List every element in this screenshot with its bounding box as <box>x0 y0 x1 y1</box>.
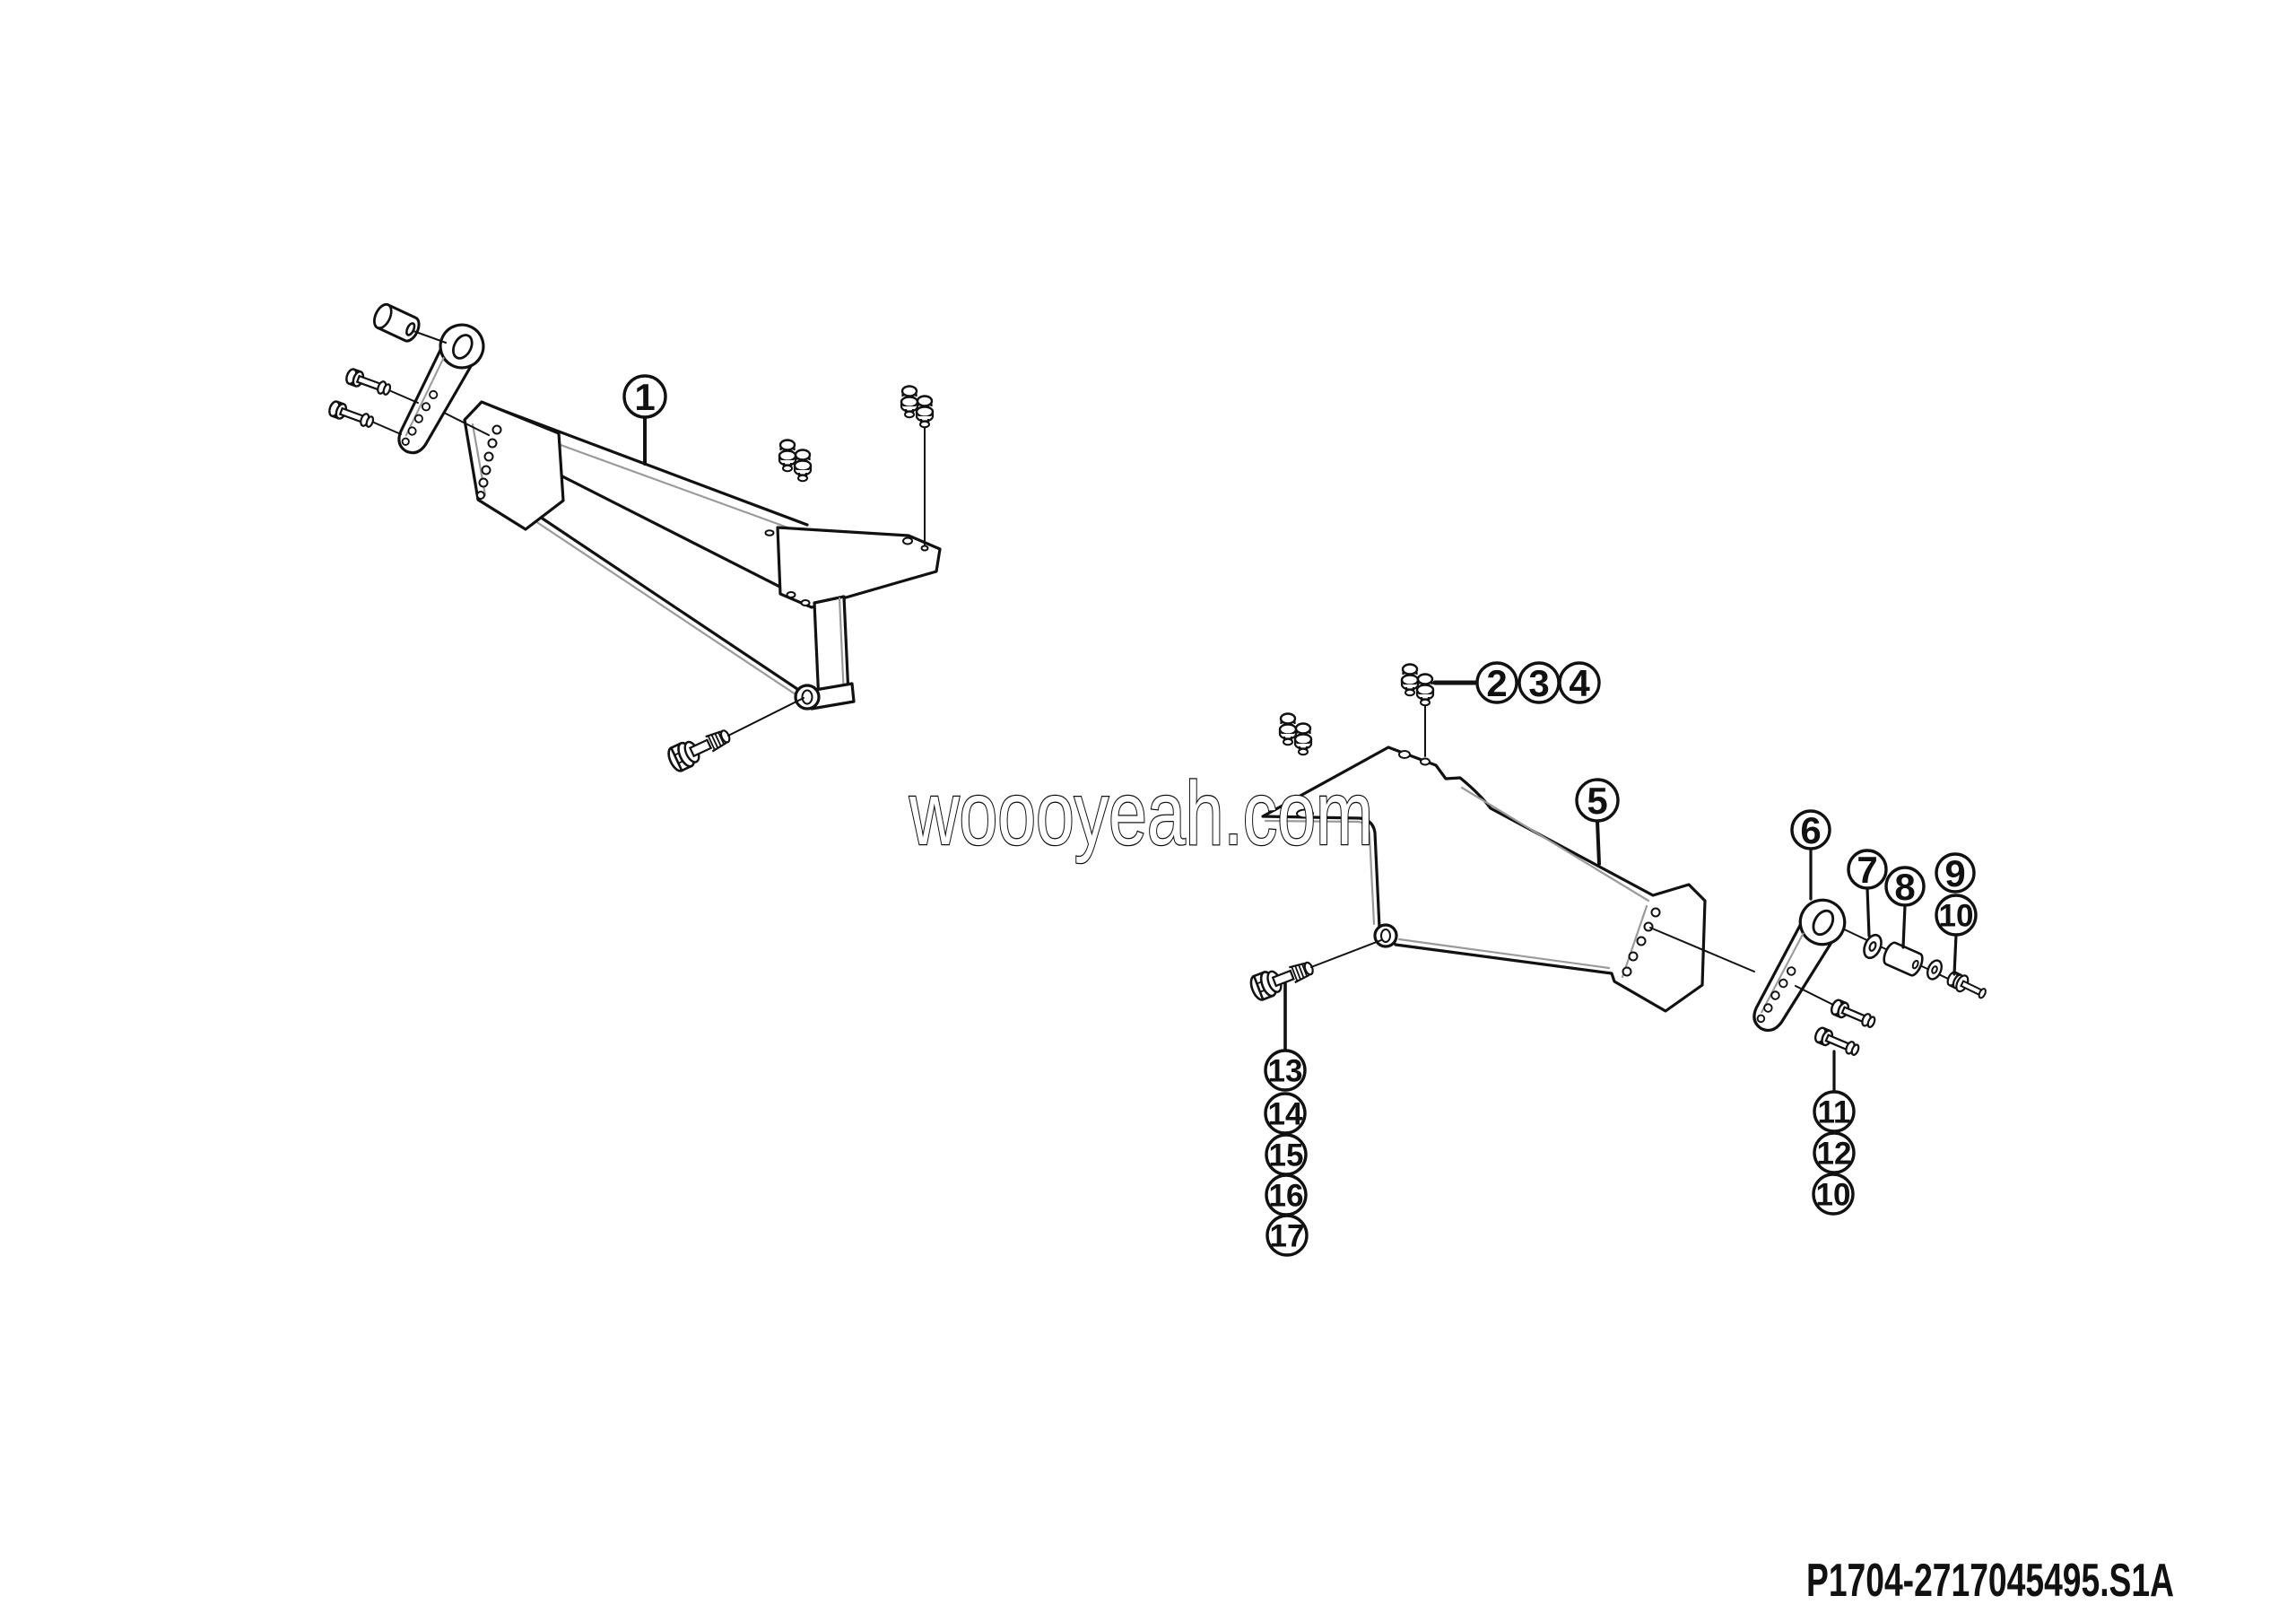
callout-12: 12 <box>1813 1131 1856 1174</box>
callout-circle <box>1265 1214 1309 1257</box>
callout-circle <box>1884 866 1926 907</box>
clevis-link-6 <box>1740 890 1855 1042</box>
callout-circle <box>1264 1092 1307 1135</box>
pivot-bolt-5 <box>1247 954 1318 1003</box>
callout-circle <box>1790 809 1831 850</box>
callout-15: 15 <box>1265 1133 1308 1176</box>
grease-fittings-part5 <box>1278 663 1435 757</box>
callout-circle <box>622 374 667 419</box>
callout-13: 13 <box>1264 1049 1307 1092</box>
callout-14: 14 <box>1264 1092 1307 1135</box>
pivot-bolt-1 <box>664 722 735 775</box>
part1-end-plate <box>463 400 565 531</box>
callout-leader-line <box>1901 903 1907 949</box>
bracket-assembly-1 <box>326 302 942 775</box>
callout-circle <box>1813 1131 1856 1174</box>
grease-fittings-part1 <box>778 385 935 545</box>
callout-10: 10 <box>1812 1173 1855 1216</box>
callout-number: 14 <box>1268 1096 1303 1131</box>
spacer-8 <box>1883 941 1924 977</box>
callout-number: 2 <box>1486 662 1507 704</box>
callout-circle <box>1812 1173 1855 1216</box>
callout-9: 9 <box>1935 852 1976 894</box>
callout-leader-line <box>1952 933 1958 976</box>
part5-body <box>1261 746 1707 1013</box>
callout-number: 12 <box>1817 1136 1852 1171</box>
bolt-12 <box>1812 1025 1862 1060</box>
bolt-small-a <box>344 366 394 399</box>
callout-leader-line <box>1866 886 1871 937</box>
bushing <box>373 302 421 343</box>
part1-foot-plate <box>776 526 942 609</box>
callout-2: 2 <box>1475 661 1518 704</box>
part-code: P1704-2717045495.S1A <box>1806 1555 2174 1607</box>
callout-16: 16 <box>1265 1173 1308 1216</box>
callout-number: 13 <box>1268 1053 1303 1088</box>
callout-number: 3 <box>1528 662 1549 704</box>
callout-7: 7 <box>1847 849 1888 891</box>
callout-number: 11 <box>1818 1094 1851 1129</box>
callout-number: 16 <box>1269 1178 1304 1213</box>
callout-circle <box>1813 1090 1856 1133</box>
callout-number: 4 <box>1569 662 1590 704</box>
callout-10: 10 <box>1935 894 1978 937</box>
callout-circle <box>1558 661 1601 704</box>
watermark: woooyeah.com <box>909 763 1373 864</box>
washer-9 <box>1926 959 1944 981</box>
callout-number: 5 <box>1587 780 1607 822</box>
callout-3: 3 <box>1518 661 1561 704</box>
callout-circle <box>1935 894 1978 937</box>
callout-circle <box>1475 661 1518 704</box>
callout-leader-line <box>1596 819 1601 866</box>
callout-number: 10 <box>1816 1177 1851 1212</box>
callout-17: 17 <box>1265 1214 1309 1257</box>
callout-number: 1 <box>634 376 655 418</box>
clevis-assembly-6 <box>1649 890 1987 1060</box>
callout-circle <box>1847 849 1888 890</box>
callout-11: 11 <box>1813 1090 1856 1133</box>
bracket-assembly-5 <box>1247 746 1707 1013</box>
bolt-11 <box>1828 997 1878 1032</box>
bolt-10 <box>1946 971 1987 999</box>
callout-5: 5 <box>1575 778 1620 823</box>
callout-number: 10 <box>1939 898 1974 933</box>
callout-8: 8 <box>1884 866 1926 908</box>
callout-number: 8 <box>1894 866 1915 908</box>
callout-1: 1 <box>622 374 667 419</box>
callout-number: 6 <box>1800 809 1821 851</box>
callout-4: 4 <box>1558 661 1601 704</box>
callout-number: 17 <box>1270 1218 1305 1253</box>
callout-circle <box>1264 1049 1307 1092</box>
bolt-small-b <box>326 398 377 432</box>
callout-6: 6 <box>1790 809 1831 851</box>
callout-number: 15 <box>1269 1138 1304 1173</box>
washer-7 <box>1863 933 1883 960</box>
callout-circle <box>1935 852 1976 894</box>
callout-number: 7 <box>1857 849 1877 891</box>
callout-circle <box>1575 778 1620 823</box>
callout-number: 9 <box>1944 852 1965 894</box>
